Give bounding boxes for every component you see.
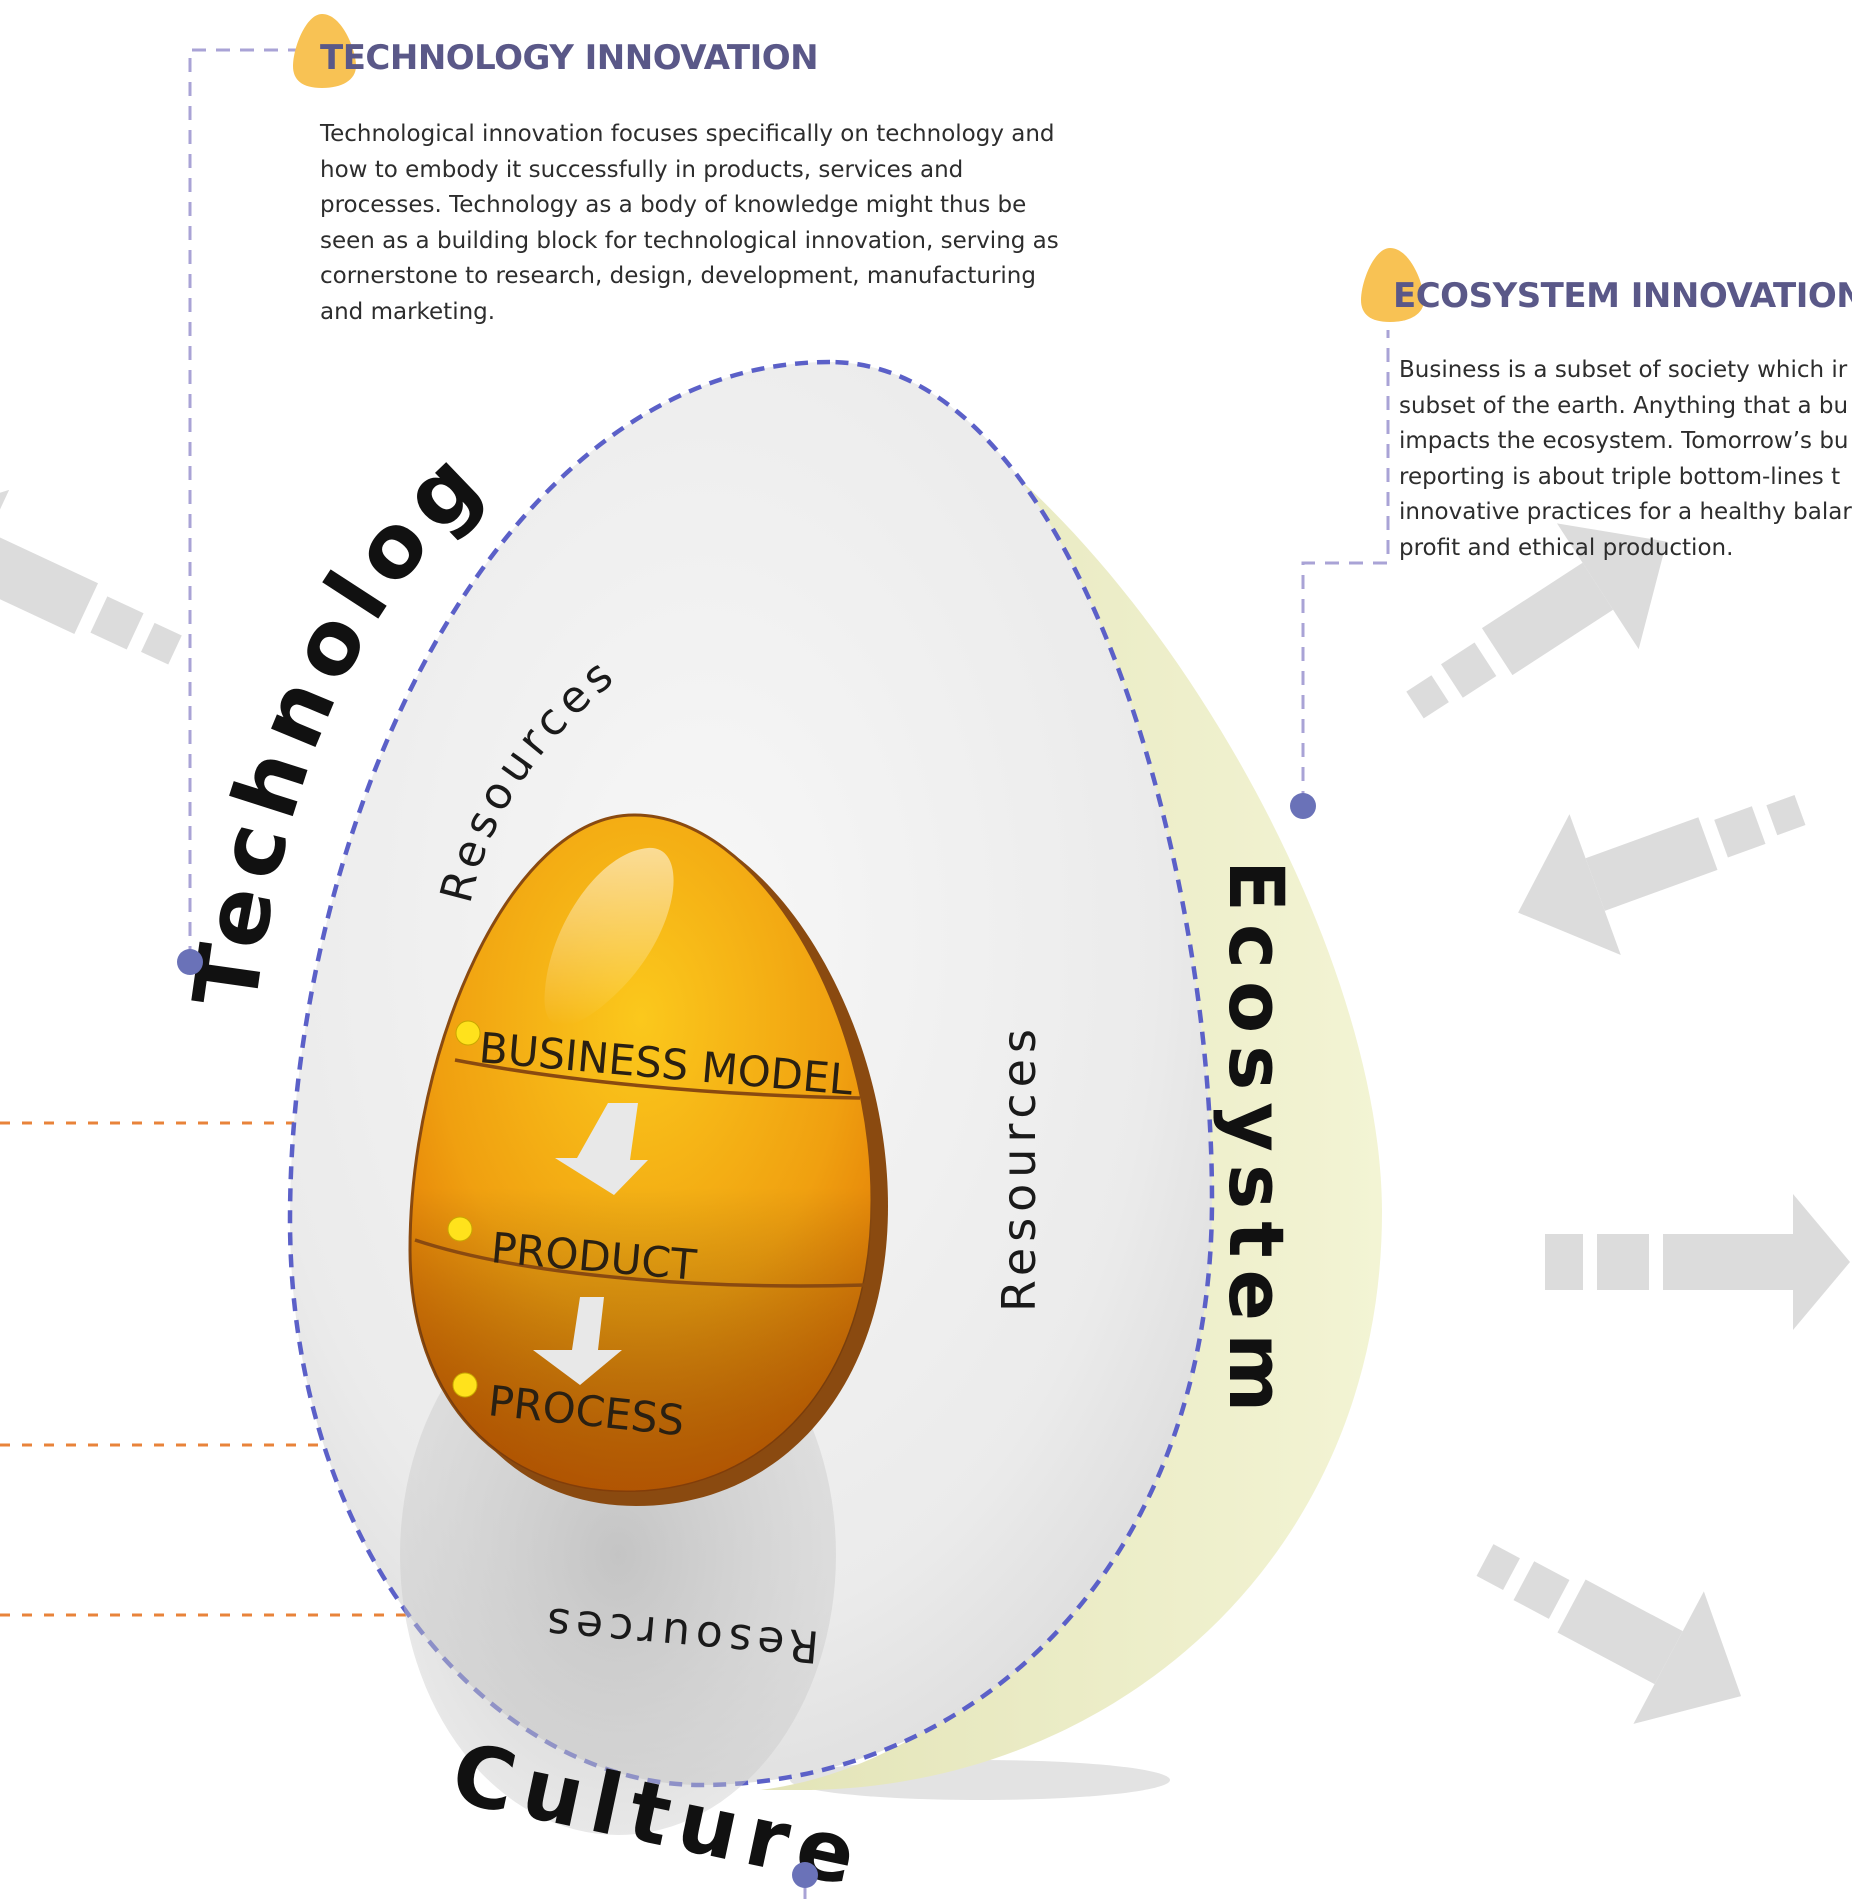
text-line: how to embody it successfully in product… <box>320 156 964 183</box>
connector-dot <box>1290 793 1316 819</box>
text-line: processes. Technology as a body of knowl… <box>320 192 1027 218</box>
arrow-icon <box>1406 523 1667 719</box>
text-line: cornerstone to research, design, develop… <box>320 263 1036 289</box>
connector-lines-purple <box>188 48 1390 1904</box>
text-line: subset of the earth. Anything that a bu <box>1399 392 1849 419</box>
layer-divider <box>454 1058 861 1100</box>
text-line: seen as a building block for technologic… <box>320 227 1059 254</box>
yolk-highlight <box>544 847 674 1026</box>
arrow-icon <box>1545 1194 1850 1330</box>
text-line: Technological innovation focuses specifi… <box>320 121 1055 147</box>
layer-divider <box>414 1238 866 1288</box>
layer-bullet <box>455 1020 481 1046</box>
outer-label-ecosystem: Ecosystem <box>1212 860 1301 1424</box>
connector-dot <box>177 949 203 975</box>
arrows-group <box>0 489 1850 1724</box>
layer-bullet <box>447 1216 473 1242</box>
technology-innovation-title: TECHNOLOGY INNOVATION <box>320 38 819 78</box>
layer-bullet <box>452 1372 478 1398</box>
arrow-icon <box>0 489 182 665</box>
text-line: reporting is about triple bottom-lines t <box>1399 463 1841 490</box>
yolk-core <box>408 813 888 1506</box>
arrow-down-icon <box>555 1103 648 1195</box>
technology-innovation-description: Technological innovation focuses specifi… <box>320 117 1059 330</box>
connector-dot <box>792 1862 818 1888</box>
arrow-icon <box>1518 794 1806 956</box>
text-line: impacts the ecosystem. Tomorrow’s bu <box>1399 428 1849 454</box>
egg-bullet-icon <box>1361 248 1424 322</box>
text-line: Business is a subset of society which ir <box>1399 357 1848 383</box>
resources-label-right: Resources <box>992 1023 1046 1312</box>
text-line: profit and ethical production. <box>1399 534 1734 561</box>
ecosystem-innovation-title: ECOSYSTEM INNOVATION <box>1393 276 1852 316</box>
arrow-down-icon <box>533 1297 622 1385</box>
ecosystem-innovation-description: Business is a subset of society which ir… <box>1399 353 1852 566</box>
text-line: and marketing. <box>320 298 496 325</box>
text-line: innovative practices for a healthy balar <box>1399 499 1852 525</box>
arrow-icon <box>1476 1544 1742 1724</box>
egg-bullet-icon <box>293 14 356 88</box>
egg-shell-side <box>760 365 1383 1790</box>
